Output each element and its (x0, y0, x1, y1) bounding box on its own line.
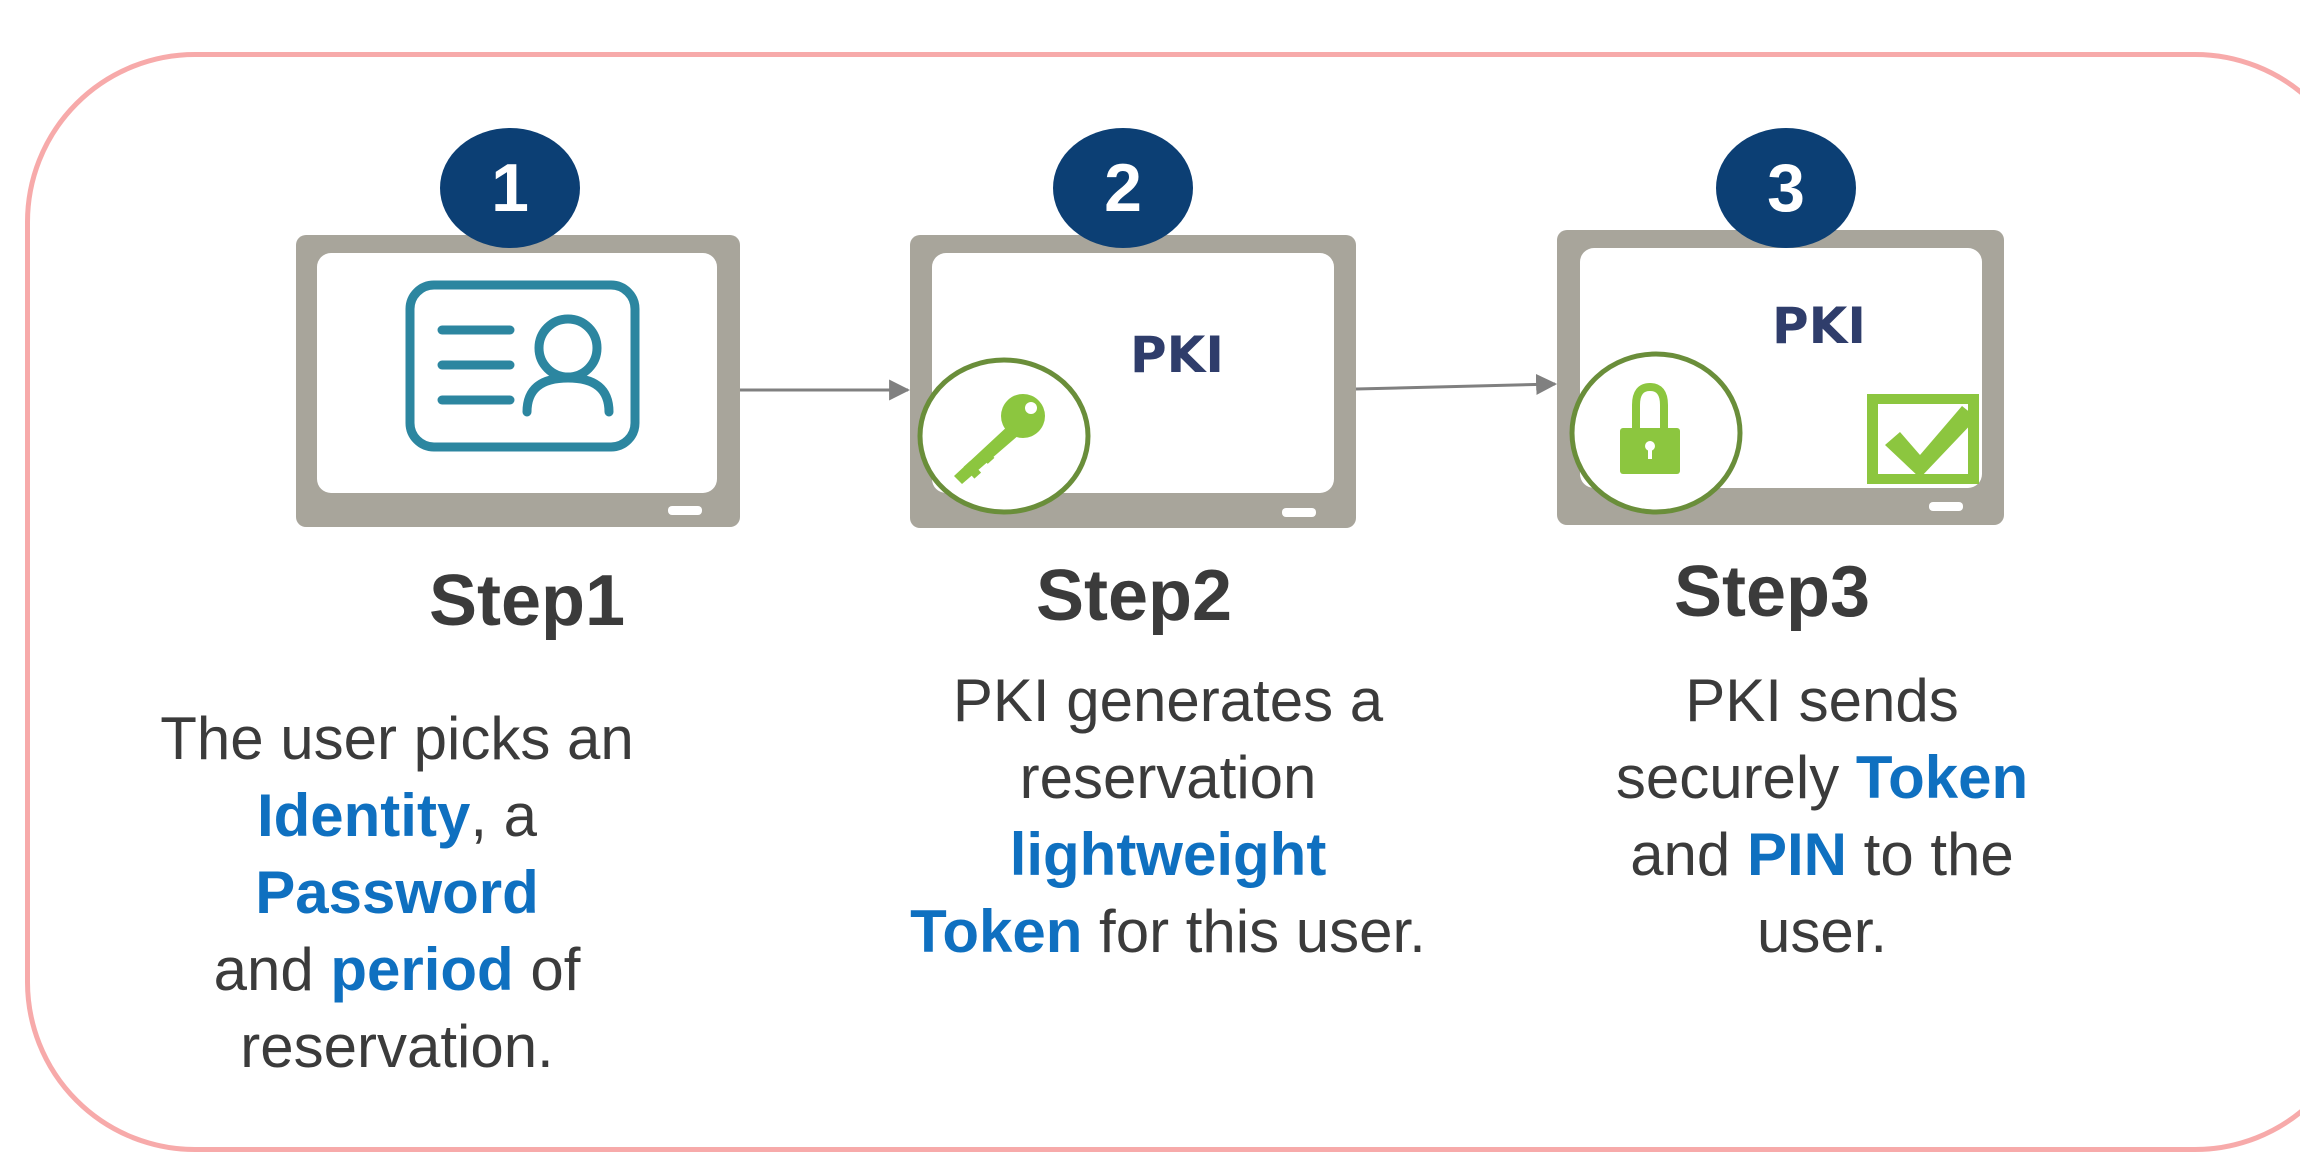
highlighted-term: Identity (256, 782, 471, 849)
description-text: to the (1847, 821, 2014, 888)
step-1-number-badge: 1 (440, 128, 580, 248)
step-2-number-badge: 2 (1053, 128, 1193, 248)
step-2-title: Step2 (1035, 556, 1233, 636)
highlighted-term: lightweight (1009, 821, 1327, 888)
highlighted-term: PIN (1746, 821, 1847, 888)
step-3-description: PKI sends securely Token and PIN to the use… (1532, 662, 2112, 970)
step-1-title: Step1 (428, 561, 626, 641)
diagram-graphics (296, 230, 2004, 528)
highlighted-term: Token (1855, 744, 2029, 811)
description-text: for this user. (1082, 898, 1426, 965)
pki-screen-label-2: PKI (1130, 326, 1224, 384)
checkbox-checked-icon (1867, 394, 1979, 484)
description-text: and (213, 936, 331, 1003)
highlighted-term: Token (910, 898, 1083, 965)
description-text: The user picks an (160, 705, 634, 772)
description-text: reservation (1019, 744, 1317, 811)
key-icon (917, 357, 1091, 515)
description-text: securely (1615, 744, 1856, 811)
description-text: and (1630, 821, 1747, 888)
description-text: of (513, 936, 581, 1003)
monitor-1 (296, 235, 740, 527)
description-text: PKI sends (1685, 667, 1959, 734)
step-3-number-badge: 3 (1716, 128, 1856, 248)
description-text: , a (470, 782, 538, 849)
description-text: PKI generates a (952, 667, 1384, 734)
highlighted-term: period (330, 936, 514, 1003)
pki-screen-label-3: PKI (1772, 297, 1866, 355)
step-1-description: The user picks an Identity, a Password and… (117, 700, 677, 1085)
id-card-icon (405, 280, 640, 452)
arrow-2-to-3 (1355, 373, 1558, 395)
description-text: reservation. (240, 1013, 554, 1080)
padlock-icon (1569, 351, 1743, 515)
highlighted-term: Password (255, 859, 539, 926)
description-text: user. (1756, 898, 1888, 965)
step-3-title: Step3 (1673, 552, 1871, 632)
